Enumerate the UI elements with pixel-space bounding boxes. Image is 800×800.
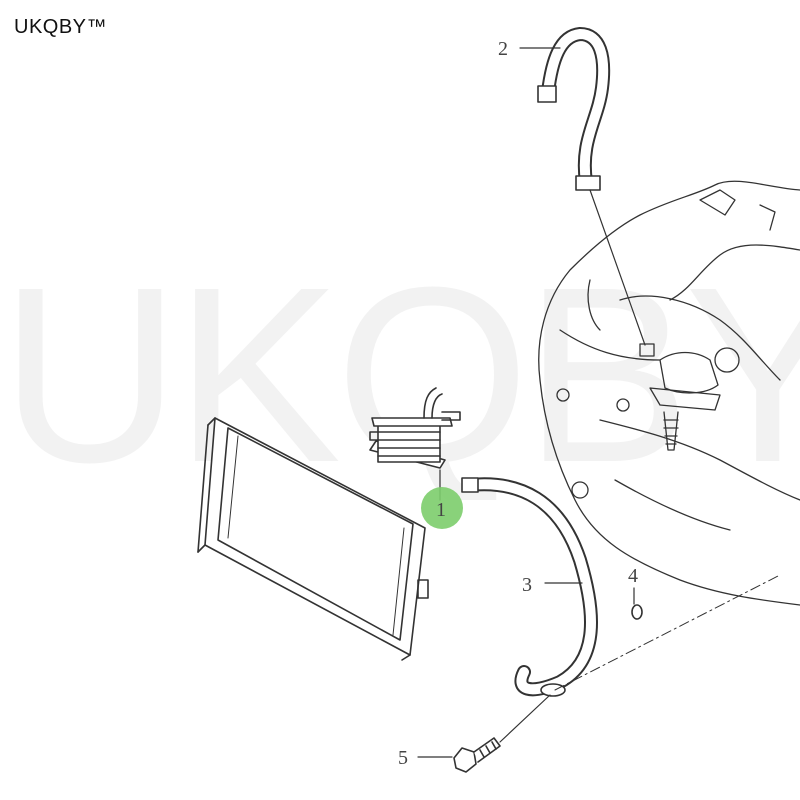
bolt-5 <box>453 694 551 773</box>
callout-2: 2 <box>498 38 508 60</box>
pipe-3 <box>461 477 598 697</box>
o-ring-4 <box>631 587 643 620</box>
oil-cooler <box>369 387 461 469</box>
callout-1: 1 <box>436 499 446 521</box>
highlight-circle <box>421 487 463 529</box>
callout-4: 4 <box>628 565 638 587</box>
callout-3: 3 <box>522 574 532 596</box>
transmission-housing <box>538 180 800 606</box>
callout-5: 5 <box>398 747 408 769</box>
pipe-2 <box>537 27 646 346</box>
centerline <box>554 574 781 691</box>
radiator <box>197 417 429 661</box>
leader-lines <box>417 47 583 758</box>
brand-logo: UKQBY™ <box>14 16 108 38</box>
